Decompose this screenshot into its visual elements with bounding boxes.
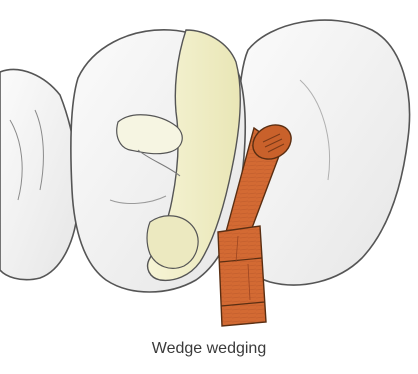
tooth-wedge-diagram xyxy=(0,0,418,330)
figure-caption: Wedge wedging xyxy=(0,340,418,358)
left-tooth xyxy=(0,69,78,279)
